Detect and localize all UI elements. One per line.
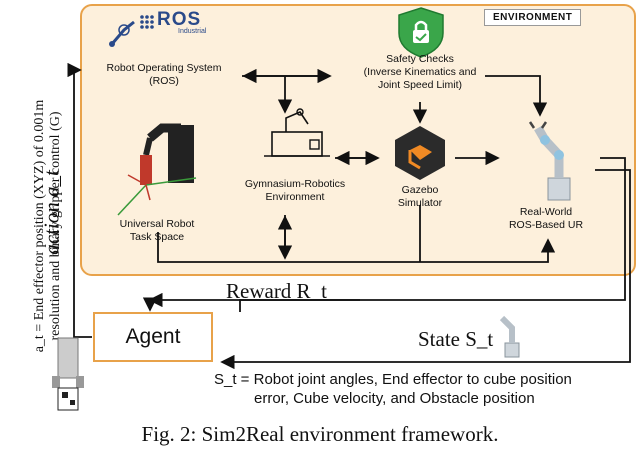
safety-line2: (Inverse Kinematics and: [363, 66, 477, 78]
safety-label: Safety Checks (Inverse Kinematics and Jo…: [330, 53, 510, 92]
environment-tag: ENVIRONMENT: [484, 9, 582, 26]
ros-logo-text: ROS: [157, 9, 202, 30]
ros-label-line1: Robot Operating System: [106, 62, 222, 74]
gym-line2: Environment: [265, 191, 325, 203]
state-definition: S_t = Robot joint angles, End effector t…: [214, 370, 640, 408]
reward-line: [239, 157, 626, 312]
task-space-label: Universal Robot Task Space: [98, 218, 216, 244]
real-ur-line2: ROS-Based UR: [508, 219, 584, 231]
real-ur-line1: Real-World: [519, 206, 573, 218]
action-arrow: [67, 62, 92, 338]
state-definition-line2: error, Cube velocity, and Obstacle posit…: [254, 390, 535, 407]
safety-line1: Safety Checks: [386, 53, 454, 65]
ros-arm-icon: [109, 20, 135, 47]
ros-label: Robot Operating System (ROS): [82, 62, 246, 88]
state-label: State S_t: [418, 327, 494, 351]
agent-box: Agent: [93, 312, 213, 362]
gym-line1: Gymnasium-Robotics: [244, 178, 346, 190]
state-arrow: [220, 169, 631, 370]
gazebo-label: Gazebo Simulator: [375, 184, 465, 210]
ros-logo-sub: Industrial: [178, 28, 207, 35]
safety-line3: Joint Speed Limit): [377, 79, 463, 91]
task-space-line2: Task Space: [129, 231, 185, 243]
gazebo-line1: Gazebo: [401, 184, 439, 196]
reward-label: Reward R_t: [226, 279, 327, 303]
safety-to-real-arrow: [485, 75, 548, 117]
task-space-line1: Universal Robot: [119, 218, 195, 230]
gym-label: Gymnasium-Robotics Environment: [240, 178, 350, 204]
bottom-bus-arrow: [157, 232, 556, 263]
figure-caption: Fig. 2: Sim2Real environment framework.: [141, 422, 499, 446]
state-definition-line1: S_t = Robot joint angles, End effector t…: [214, 371, 572, 388]
ros-dots-icon: [140, 15, 154, 29]
real-ur-label: Real-World ROS-Based UR: [496, 206, 596, 232]
gazebo-line2: Simulator: [397, 197, 443, 209]
ros-label-line2: (ROS): [149, 75, 179, 87]
